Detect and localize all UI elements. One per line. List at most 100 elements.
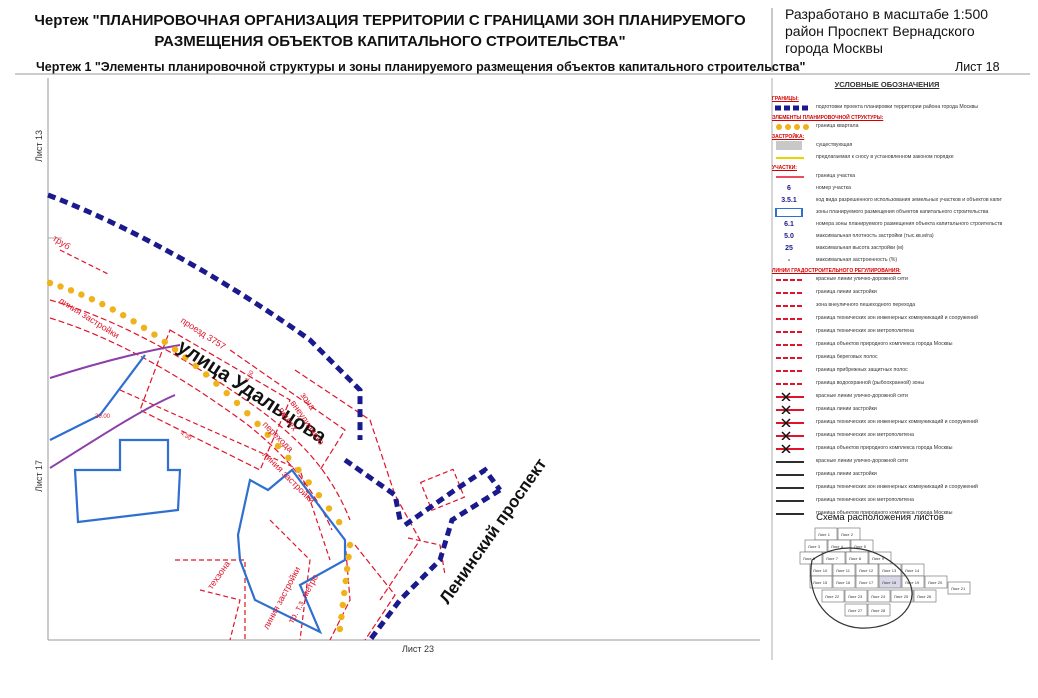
legend-item: красные линии улично-дорожной сети [772, 392, 1002, 402]
legend-item: граница объектов природного комплекса го… [772, 509, 1002, 519]
quarter-boundary-dot [109, 306, 117, 313]
scheme-cell[interactable] [867, 603, 891, 617]
scheme-cell-label: Лист 20 [928, 580, 943, 585]
legend-item: красные линии улично-дорожной сети [772, 457, 1002, 467]
scheme-cell-label: Лист 27 [848, 608, 863, 613]
scale-text: Разработано в масштабе 1:500 [785, 6, 989, 22]
scheme-cell[interactable] [844, 603, 868, 617]
legend-item-text: граница технических зон метрополитена [816, 328, 914, 334]
use-code-icon: 3.5.1 [781, 197, 797, 204]
plot-boundary-icon [774, 172, 812, 181]
quarter-boundary-dot [161, 338, 168, 346]
tech-zone-label: техзона [205, 559, 232, 591]
sheet-label-17[interactable]: Лист 17 [34, 460, 44, 492]
legend-item-text: граница береговых полос [816, 354, 878, 360]
scheme-cell-label: Лист 1 [818, 532, 831, 537]
scheme-cell[interactable] [832, 575, 856, 589]
quarter-boundary-dot [202, 371, 210, 378]
quarter-boundary-dot [345, 553, 352, 561]
scheme-cell[interactable] [913, 589, 937, 603]
legend-item: 6 номер участка [772, 184, 1002, 194]
legend-section-regulation_lines: ЛИНИИ ГРАДОСТРОИТЕЛЬНОГО РЕГУЛИРОВАНИЯ: [772, 268, 901, 274]
quarter-boundary-dot [346, 541, 354, 549]
quarter-boundary-dot [315, 492, 323, 499]
building-line-icon [774, 288, 812, 297]
legend-item-text: граница квартала [816, 123, 859, 129]
legend-title: УСЛОВНЫЕ ОБОЗНАЧЕНИЯ [834, 80, 940, 89]
legend-item: граница линии застройки [772, 288, 1002, 298]
tech-zone-utilities-icon [774, 314, 812, 323]
legend-item: граница технических зон метрополитена [772, 327, 1002, 337]
scheme-cell[interactable] [947, 581, 971, 595]
legend-item-text: граница технических зон метрополитена [816, 497, 914, 503]
scheme-cell[interactable] [924, 575, 948, 589]
scheme-cell-label: Лист 26 [917, 594, 932, 599]
drawing-subtitle: Чертеж 1 "Элементы планировочной структу… [36, 60, 806, 74]
plot-number-icon: 6 [787, 185, 791, 192]
scheme-cell-label: Лист 10 [813, 568, 828, 573]
quarter-boundary-dot [343, 565, 351, 573]
quarter-boundary-dot [171, 346, 179, 353]
scheme-cell-label: Лист 15 [813, 580, 828, 585]
legend-item: граница водоохранной (рыбоохранной) зоны [772, 379, 1002, 389]
legend-item-text: предлагаемая к сносу в установленном зак… [816, 154, 954, 160]
quarter-boundary-dot [192, 362, 199, 369]
legend-section-plots: УЧАСТКИ: [772, 165, 797, 171]
drawing-title-line1: Чертеж "ПЛАНИРОВОЧНАЯ ОРГАНИЗАЦИЯ ТЕРРИТ… [34, 12, 746, 29]
scheme-cell-label: Лист 24 [871, 594, 886, 599]
legend-item-text: граница линии застройки [816, 289, 877, 295]
scheme-cell[interactable] [809, 575, 833, 589]
quarter-boundary-dot [325, 505, 333, 512]
legend-item-text: номер участка [816, 185, 851, 191]
scheme-cell-label: Лист 18 [882, 580, 897, 585]
district-text: район Проспект Вернадского [785, 23, 975, 39]
legend-item: граница технических зон инженерных комму… [772, 314, 1002, 324]
legend-item: граница прибрежных защитных полос [772, 366, 1002, 376]
legend-item-text: зоны планируемого размещения объектов ка… [816, 209, 989, 215]
scheme-cell[interactable] [855, 575, 879, 589]
legend-item: подготовки проекта планировки территории… [772, 103, 1002, 113]
scheme-cell-label: Лист 25 [894, 594, 909, 599]
legend-item: граница технических зон инженерных комму… [772, 483, 1002, 493]
quarter-boundary-dot [338, 613, 345, 621]
scheme-cell-label: Лист 16 [836, 580, 851, 585]
legend-section-boundaries: ГРАНИЦЫ: [772, 96, 799, 102]
sheet-label-23[interactable]: Лист 23 [402, 644, 434, 654]
scheme-cell-label: Лист 12 [859, 568, 874, 573]
dim-label-2: 4.30 [179, 431, 193, 443]
quarter-boundary-dot [295, 466, 302, 474]
legend-item-text: красные линии улично-дорожной сети [816, 458, 908, 464]
sheet-label-13[interactable]: Лист 13 [34, 130, 44, 162]
quarter-boundary-dot [213, 380, 220, 387]
quarter-boundary-dot [99, 300, 106, 308]
legend-item: граница линии застройки [772, 470, 1002, 480]
scheme-cell-label: Лист 22 [825, 594, 840, 599]
legend-item: граница линии застройки [772, 405, 1002, 415]
scheme-cell-label: Лист 2 [841, 532, 854, 537]
quarter-boundary-dot [244, 410, 251, 417]
legend-item-text: граница технических зон инженерных комму… [816, 484, 978, 490]
red-line-icon [774, 275, 812, 284]
scheme-cell-label: Лист 19 [905, 580, 920, 585]
scheme-cell[interactable] [867, 589, 891, 603]
legend-section-buildings: ЗАСТРОЙКА: [772, 134, 805, 140]
drawing-title-line2: РАЗМЕЩЕНИЯ ОБЪЕКТОВ КАПИТАЛЬНОГО СТРОИТЕ… [154, 33, 626, 50]
scheme-cell-label: Лист 3 [808, 544, 821, 549]
dim-label-1: 20.00 [95, 414, 111, 420]
district-boundary [47, 192, 502, 642]
scheme-cell[interactable] [844, 589, 868, 603]
legend-item-text: зона внеуличного пешеходного перехода [816, 302, 916, 308]
scheme-cell[interactable] [878, 575, 902, 589]
legend-item: красные линии улично-дорожной сети [772, 275, 1002, 285]
scheme-cell[interactable] [890, 589, 914, 603]
quarter-boundary-dot [182, 354, 189, 361]
legend-item-text: граница участка [816, 173, 856, 179]
build-line-label-1: линия застройки [57, 295, 121, 340]
scheme-cell[interactable] [821, 589, 845, 603]
quarter-boundary-dot [285, 454, 292, 461]
purple-boundaries [49, 344, 181, 469]
